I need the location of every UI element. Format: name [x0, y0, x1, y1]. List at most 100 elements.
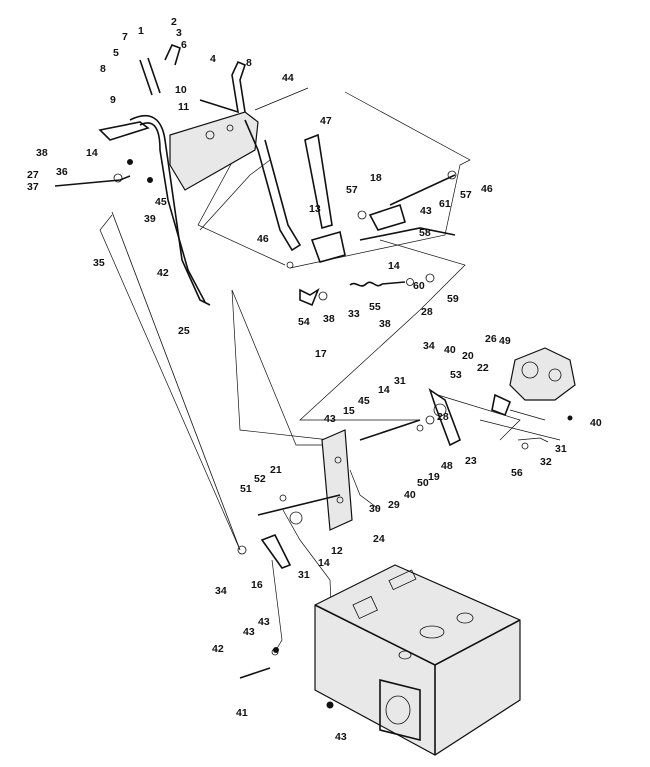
callout-1: 1 — [138, 25, 144, 37]
callout-43c: 43 — [243, 626, 255, 638]
frame — [314, 564, 521, 756]
callout-3: 3 — [176, 27, 182, 39]
clutch-lever-assembly — [286, 133, 457, 307]
callout-27: 27 — [27, 169, 39, 181]
callout-59: 59 — [447, 293, 459, 305]
callout-48: 48 — [441, 460, 453, 472]
shaft-61 — [389, 174, 456, 206]
callout-10: 10 — [175, 84, 187, 96]
lever-16 — [260, 533, 292, 569]
transmission-linkage — [359, 347, 576, 450]
callout-41: 41 — [236, 707, 248, 719]
cable-36 — [54, 175, 131, 187]
spring-33 — [349, 281, 383, 287]
callout-50: 50 — [417, 477, 429, 489]
selector-plate-assembly — [237, 429, 353, 569]
callout-31a: 31 — [394, 375, 406, 387]
callout-43a: 43 — [420, 205, 432, 217]
callout-40c: 40 — [404, 489, 416, 501]
callout-25: 25 — [178, 325, 190, 337]
callout-42b: 42 — [212, 643, 224, 655]
handle-grip — [98, 121, 150, 141]
callout-46b: 46 — [257, 233, 269, 245]
callout-38c: 38 — [379, 318, 391, 330]
callout-4: 4 — [210, 53, 216, 65]
callout-28a: 28 — [421, 306, 433, 318]
callout-23: 23 — [465, 455, 477, 467]
callout-26: 26 — [485, 333, 497, 345]
callout-5: 5 — [113, 47, 119, 59]
callout-45b: 45 — [358, 395, 370, 407]
callout-30: 30 — [369, 503, 381, 515]
callout-17: 17 — [315, 348, 327, 360]
callout-39: 39 — [144, 213, 156, 225]
frame-assembly — [239, 564, 521, 756]
callout-11: 11 — [178, 101, 189, 113]
callout-38b: 38 — [323, 313, 335, 325]
callout-8a: 8 — [100, 63, 106, 75]
callout-8b: 8 — [246, 57, 252, 69]
callout-9: 9 — [110, 94, 116, 106]
callout-46a: 46 — [481, 183, 493, 195]
callout-47: 47 — [320, 115, 332, 127]
callout-labels: 1 2 3 4 5 6 7 8 8 9 10 11 12 13 14 14 14… — [27, 16, 602, 743]
lever-2 — [164, 43, 181, 66]
callout-31b: 31 — [555, 443, 567, 455]
callout-34b: 34 — [215, 585, 227, 597]
carburetor-49 — [509, 347, 576, 401]
control-panel-bracket — [169, 111, 259, 191]
clip-54 — [299, 288, 320, 307]
shaft-52 — [257, 494, 341, 516]
callout-7: 7 — [122, 31, 128, 43]
callout-21: 21 — [270, 464, 282, 476]
callout-58: 58 — [419, 227, 431, 239]
callout-14d: 14 — [318, 557, 330, 569]
callout-54: 54 — [298, 316, 310, 328]
plate-26 — [491, 393, 512, 417]
callout-6: 6 — [181, 39, 187, 51]
callout-19: 19 — [428, 471, 440, 483]
callout-52: 52 — [254, 473, 266, 485]
callout-14a: 14 — [86, 147, 98, 159]
callout-29: 29 — [388, 499, 400, 511]
callout-53: 53 — [450, 369, 462, 381]
callout-56: 56 — [511, 467, 523, 479]
arm-23 — [428, 388, 462, 447]
frame-bracket — [379, 678, 421, 742]
callout-18: 18 — [370, 172, 382, 184]
callout-40b: 40 — [590, 417, 602, 429]
callout-12: 12 — [331, 545, 343, 557]
plate-24 — [321, 429, 353, 531]
upper-handle-assembly — [54, 43, 309, 306]
callout-2: 2 — [171, 16, 177, 28]
callout-36: 36 — [56, 166, 68, 178]
lever-rod-47 — [304, 133, 333, 230]
callout-37: 37 — [27, 181, 39, 193]
callout-32: 32 — [540, 456, 552, 468]
callout-34a: 34 — [423, 340, 435, 352]
spring-41 — [239, 667, 271, 679]
callout-38a: 38 — [36, 147, 48, 159]
callout-31c: 31 — [298, 569, 310, 581]
callout-33: 33 — [348, 308, 360, 320]
callout-14b: 14 — [388, 260, 400, 272]
callout-57a: 57 — [346, 184, 358, 196]
callout-13: 13 — [309, 203, 321, 215]
callout-42a: 42 — [157, 267, 169, 279]
callout-55: 55 — [369, 301, 381, 313]
callout-43b: 43 — [324, 413, 336, 425]
callout-57b: 57 — [460, 189, 472, 201]
callout-45a: 45 — [155, 196, 167, 208]
callout-35: 35 — [93, 257, 105, 269]
callout-43e: 43 — [335, 731, 347, 743]
callout-43d: 43 — [258, 616, 270, 628]
lever-1 — [139, 57, 161, 96]
callout-40a: 40 — [444, 344, 456, 356]
callout-15: 15 — [343, 405, 355, 417]
callout-44: 44 — [282, 72, 294, 84]
callout-16: 16 — [251, 579, 263, 591]
callout-24: 24 — [373, 533, 385, 545]
callout-60: 60 — [413, 280, 425, 292]
callout-14c: 14 — [378, 384, 390, 396]
bracket-18 — [368, 203, 406, 231]
